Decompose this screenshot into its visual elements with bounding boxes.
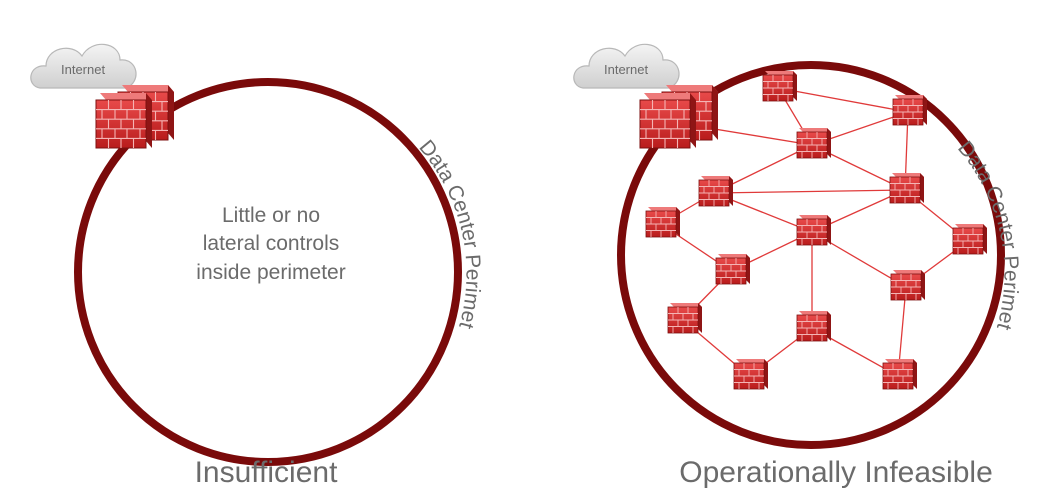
right-caption: Operationally Infeasible — [679, 456, 993, 489]
left-center-line-1: Little or no — [222, 204, 320, 227]
left-firewall-icon — [95, 84, 175, 149]
right-perimeter-circle — [617, 61, 1005, 449]
right-firewall-icon — [639, 84, 719, 149]
firewall-icon — [889, 172, 925, 204]
left-cloud-icon: Internet — [30, 43, 137, 89]
firewall-icon — [762, 70, 798, 102]
firewall-icon — [733, 358, 769, 390]
left-perimeter-circle — [74, 78, 462, 466]
firewall-icon — [892, 94, 928, 126]
firewall-icon — [796, 127, 832, 159]
right-cloud-icon: Internet — [573, 43, 680, 89]
firewall-icon — [796, 310, 832, 342]
right-cloud-label: Internet — [604, 62, 648, 77]
firewall-icon — [890, 269, 926, 301]
left-cloud-label: Internet — [61, 62, 105, 77]
firewall-icon — [698, 175, 734, 207]
right-panel: Internet Data Center Perimeter Operation… — [0, 0, 1023, 489]
firewall-icon — [715, 253, 751, 285]
firewall-icon — [796, 214, 832, 246]
firewall-icon — [667, 302, 703, 334]
right-perimeter-label: Data Center Perimeter — [0, 0, 1023, 333]
left-center-line-3: inside perimeter — [196, 261, 345, 284]
firewall-icon — [882, 358, 918, 390]
firewall-icon — [952, 223, 988, 255]
left-caption: Insufficient — [195, 456, 339, 489]
firewall-icon — [645, 206, 681, 238]
left-center-line-2: lateral controls — [203, 232, 340, 255]
left-panel: Internet Little or no lateral controls i… — [0, 0, 484, 489]
